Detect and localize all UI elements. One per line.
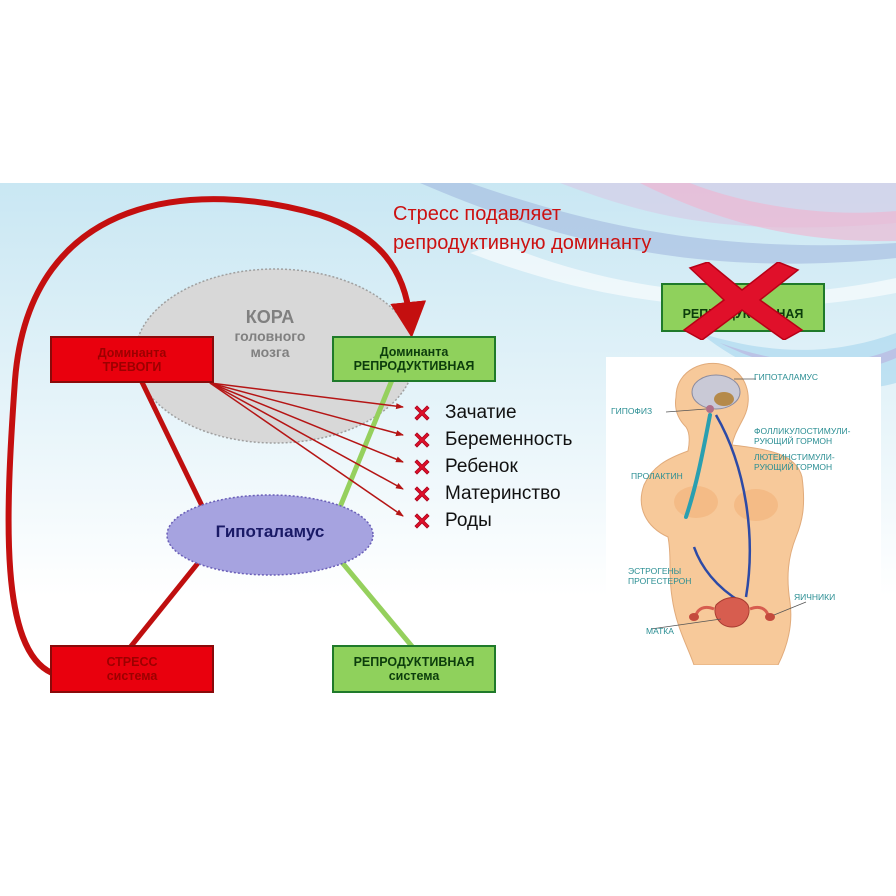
- headline-line2: репродуктивную доминанту: [393, 232, 652, 254]
- stress-system-line1: СТРЕСС: [106, 655, 158, 669]
- reproductive-dominant-line2: РЕПРОДУКТИВНАЯ: [353, 359, 475, 373]
- anatomy-label-ovaries: Яичники: [794, 592, 836, 602]
- cortex-line3: мозга: [250, 343, 290, 360]
- outcome-label: Зачатие: [445, 401, 517, 423]
- anxiety-dominant-line1: Доминанта: [97, 345, 167, 360]
- anatomy-label-uterus: Матка: [646, 626, 674, 636]
- reproductive-dominant-line1: Доминанта: [379, 345, 449, 359]
- red-x-icon: [412, 511, 432, 531]
- red-x-icon: [412, 403, 432, 423]
- list-item: Ребенок: [412, 453, 572, 480]
- red-x-icon: [412, 457, 432, 477]
- anxiety-dominant-box: Доминанта ТРЕВОГИ: [50, 336, 214, 383]
- red-x-icon: [412, 484, 432, 504]
- female-body-illustration: [640, 362, 807, 665]
- hypothalamus-ellipse: [166, 494, 374, 576]
- cortex-label: КОРА головного мозга: [215, 307, 325, 360]
- list-item: Беременность: [412, 426, 572, 453]
- reproductive-system-line1: РЕПРОДУКТИВНАЯ: [353, 655, 475, 669]
- lh-line1: Лютеинстимули-: [754, 452, 835, 462]
- outcome-label: Материнство: [445, 482, 561, 504]
- anatomy-label-lh: Лютеинстимули-рующий гормон: [754, 452, 835, 473]
- fsh-line1: Фолликулостимули-: [754, 426, 851, 436]
- fsh-line2: рующий гормон: [754, 435, 833, 446]
- anatomy-label-estrogens: ЭстрогеныПрогестерон: [628, 566, 692, 587]
- outcome-label: Беременность: [445, 428, 573, 450]
- stress-feedback-arrow: [5, 196, 427, 676]
- headline: Стресс подавляет репродуктивную доминант…: [393, 200, 651, 258]
- anatomy-label-prolactin: Пролактин: [631, 471, 683, 481]
- reproductive-dominant-box: Доминанта РЕПРОДУКТИВНАЯ: [332, 336, 496, 382]
- stress-system-box: СТРЕСС система: [50, 645, 214, 693]
- line-hypothalamus-stress: [126, 556, 204, 652]
- anatomy-label-hypothalamus: Гипоталамус: [754, 372, 819, 382]
- outcome-label: Ребенок: [445, 455, 518, 477]
- anatomy-label-fsh: Фолликулостимули-рующий гормон: [754, 426, 851, 447]
- line-hypothalamus-repsystem: [338, 558, 417, 652]
- lh-line2: рующий гормон: [754, 461, 833, 472]
- progesterone-line: Прогестерон: [628, 575, 692, 586]
- reproductive-system-box: РЕПРОДУКТИВНАЯ система: [332, 645, 496, 693]
- anxiety-dominant-line2: ТРЕВОГИ: [102, 359, 162, 374]
- line-anxiety-hypothalamus: [137, 376, 208, 514]
- anatomy-label-pituitary: Гипофиз: [611, 406, 653, 416]
- list-item: Зачатие: [412, 399, 572, 426]
- headline-line1: Стресс подавляет: [393, 203, 561, 225]
- cortex-title: КОРА: [245, 307, 295, 327]
- big-red-cross-icon: [682, 262, 804, 340]
- stress-system-line2: система: [106, 669, 158, 683]
- red-x-icon: [412, 430, 432, 450]
- estrogens-line: Эстрогены: [628, 566, 682, 576]
- list-item: Роды: [412, 507, 572, 534]
- anatomy-figure: Гипоталамус Гипофиз Фолликулостимули-рую…: [606, 357, 881, 665]
- outcome-label: Роды: [445, 509, 492, 531]
- outcome-list: Зачатие Беременность Ребенок Материнство…: [412, 399, 572, 534]
- cortex-line2: головного: [234, 327, 306, 344]
- reproductive-system-line2: система: [388, 669, 440, 683]
- list-item: Материнство: [412, 480, 572, 507]
- hypothalamus-label: Гипоталамус: [215, 522, 325, 541]
- inhibition-arrows: [209, 382, 404, 517]
